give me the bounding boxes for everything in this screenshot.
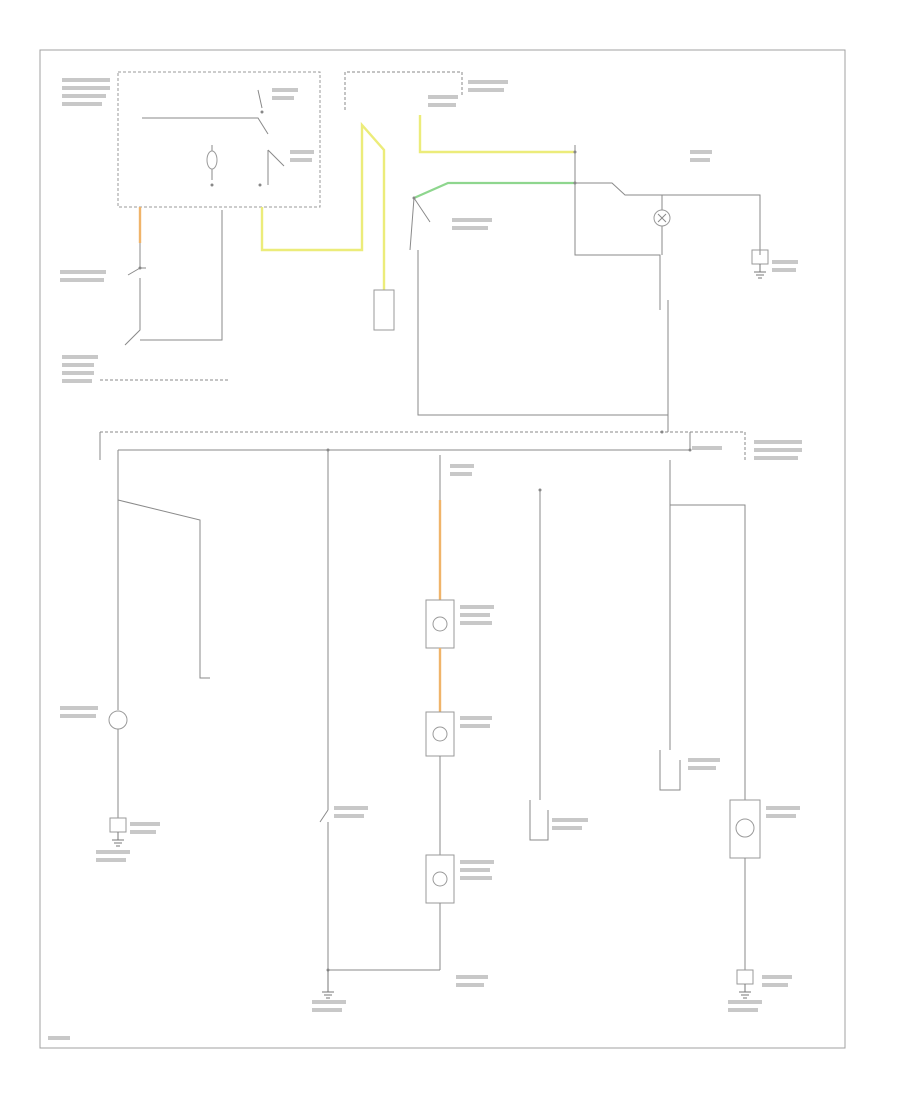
yellow-wire-module — [260, 121, 386, 290]
bus-left-wire — [99, 432, 201, 670]
column-3 — [425, 455, 455, 970]
column-5 — [659, 460, 746, 800]
diagram-frame — [39, 49, 846, 1049]
column-2 — [319, 448, 440, 999]
middle-down-wire — [417, 250, 669, 432]
top-middle-bracket — [344, 71, 463, 110]
right-top-lamp — [653, 195, 671, 255]
column-1 — [108, 500, 210, 847]
column-6 — [729, 799, 761, 999]
middle-connector-box — [373, 289, 395, 331]
middle-switch — [409, 197, 431, 251]
yellow-wire-top — [418, 115, 575, 154]
ground-right-top — [751, 249, 769, 279]
left-switch — [100, 210, 230, 381]
column-4 — [529, 488, 549, 841]
top-left-module — [117, 71, 321, 208]
label-marks — [48, 78, 802, 1040]
bus-right-bracket — [705, 431, 746, 460]
green-wire-top — [413, 181, 575, 200]
right-top-wire — [574, 145, 661, 310]
right-top-switch — [575, 182, 761, 255]
